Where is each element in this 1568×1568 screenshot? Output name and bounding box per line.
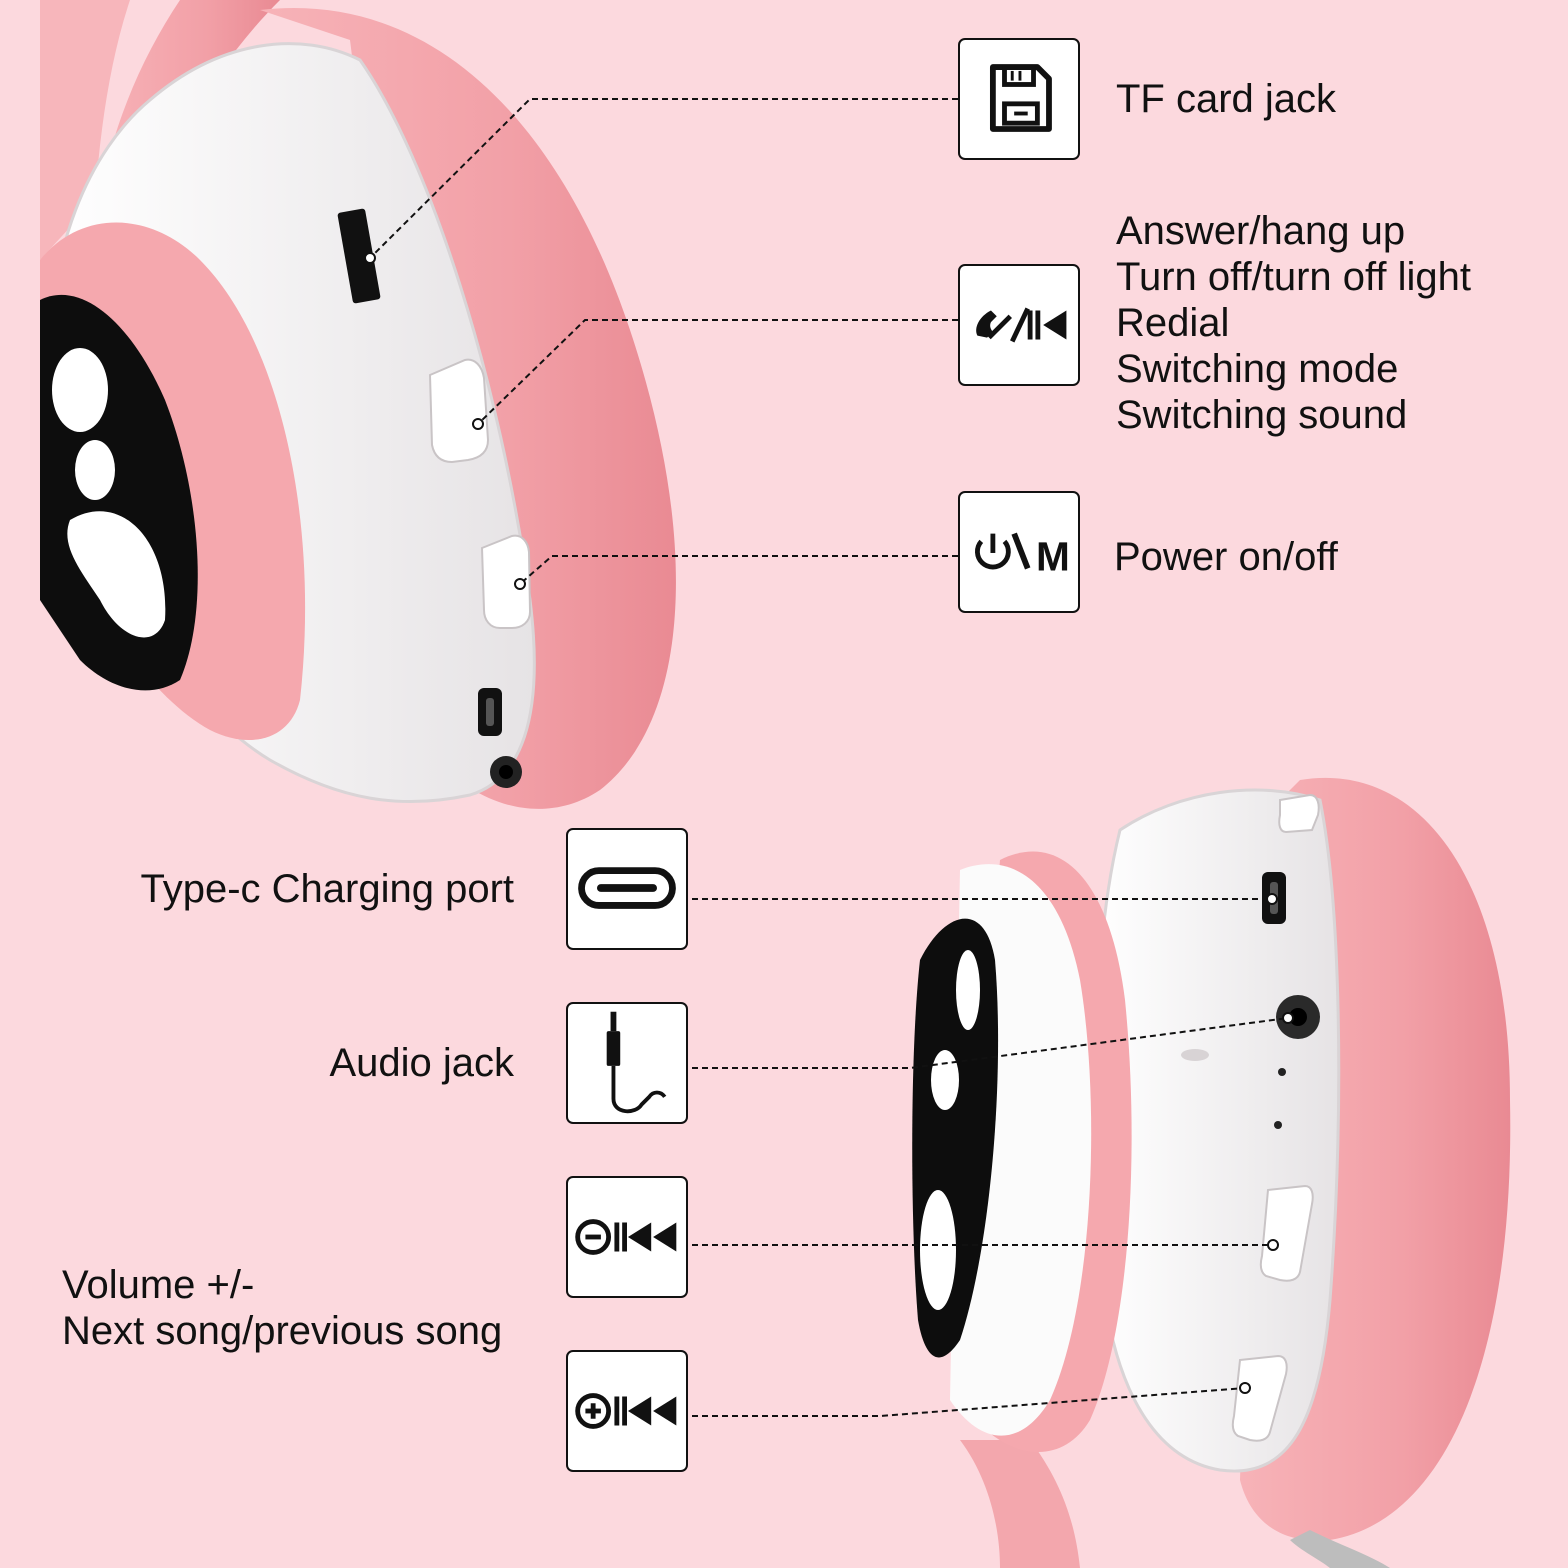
callout-lines [369,98,1289,1417]
volume-label: Volume +/- Next song/previous song [62,1263,503,1353]
tf-card-label: TF card jack [1116,77,1337,121]
type-c-label: Type-c Charging port [140,867,514,911]
audio-jack-icon [566,1002,688,1124]
callout-dots [364,252,1294,1394]
usb-type-c-icon [566,828,688,950]
phone-skip-previous-icon [958,264,1080,386]
volume-plus-next-icon [566,1350,688,1472]
bottom-earcup [912,777,1511,1568]
power-label: Power on/off [1114,535,1338,579]
audio-jack-label: Audio jack [329,1041,514,1085]
volume-minus-previous-icon [566,1176,688,1298]
call-button-label: Answer/hang up Turn off/turn off light R… [1116,209,1472,437]
mode-letter: M [1036,533,1070,579]
floppy-disk-icon [958,38,1080,160]
power-mode-icon: M [958,491,1080,613]
top-earcup [40,0,676,809]
